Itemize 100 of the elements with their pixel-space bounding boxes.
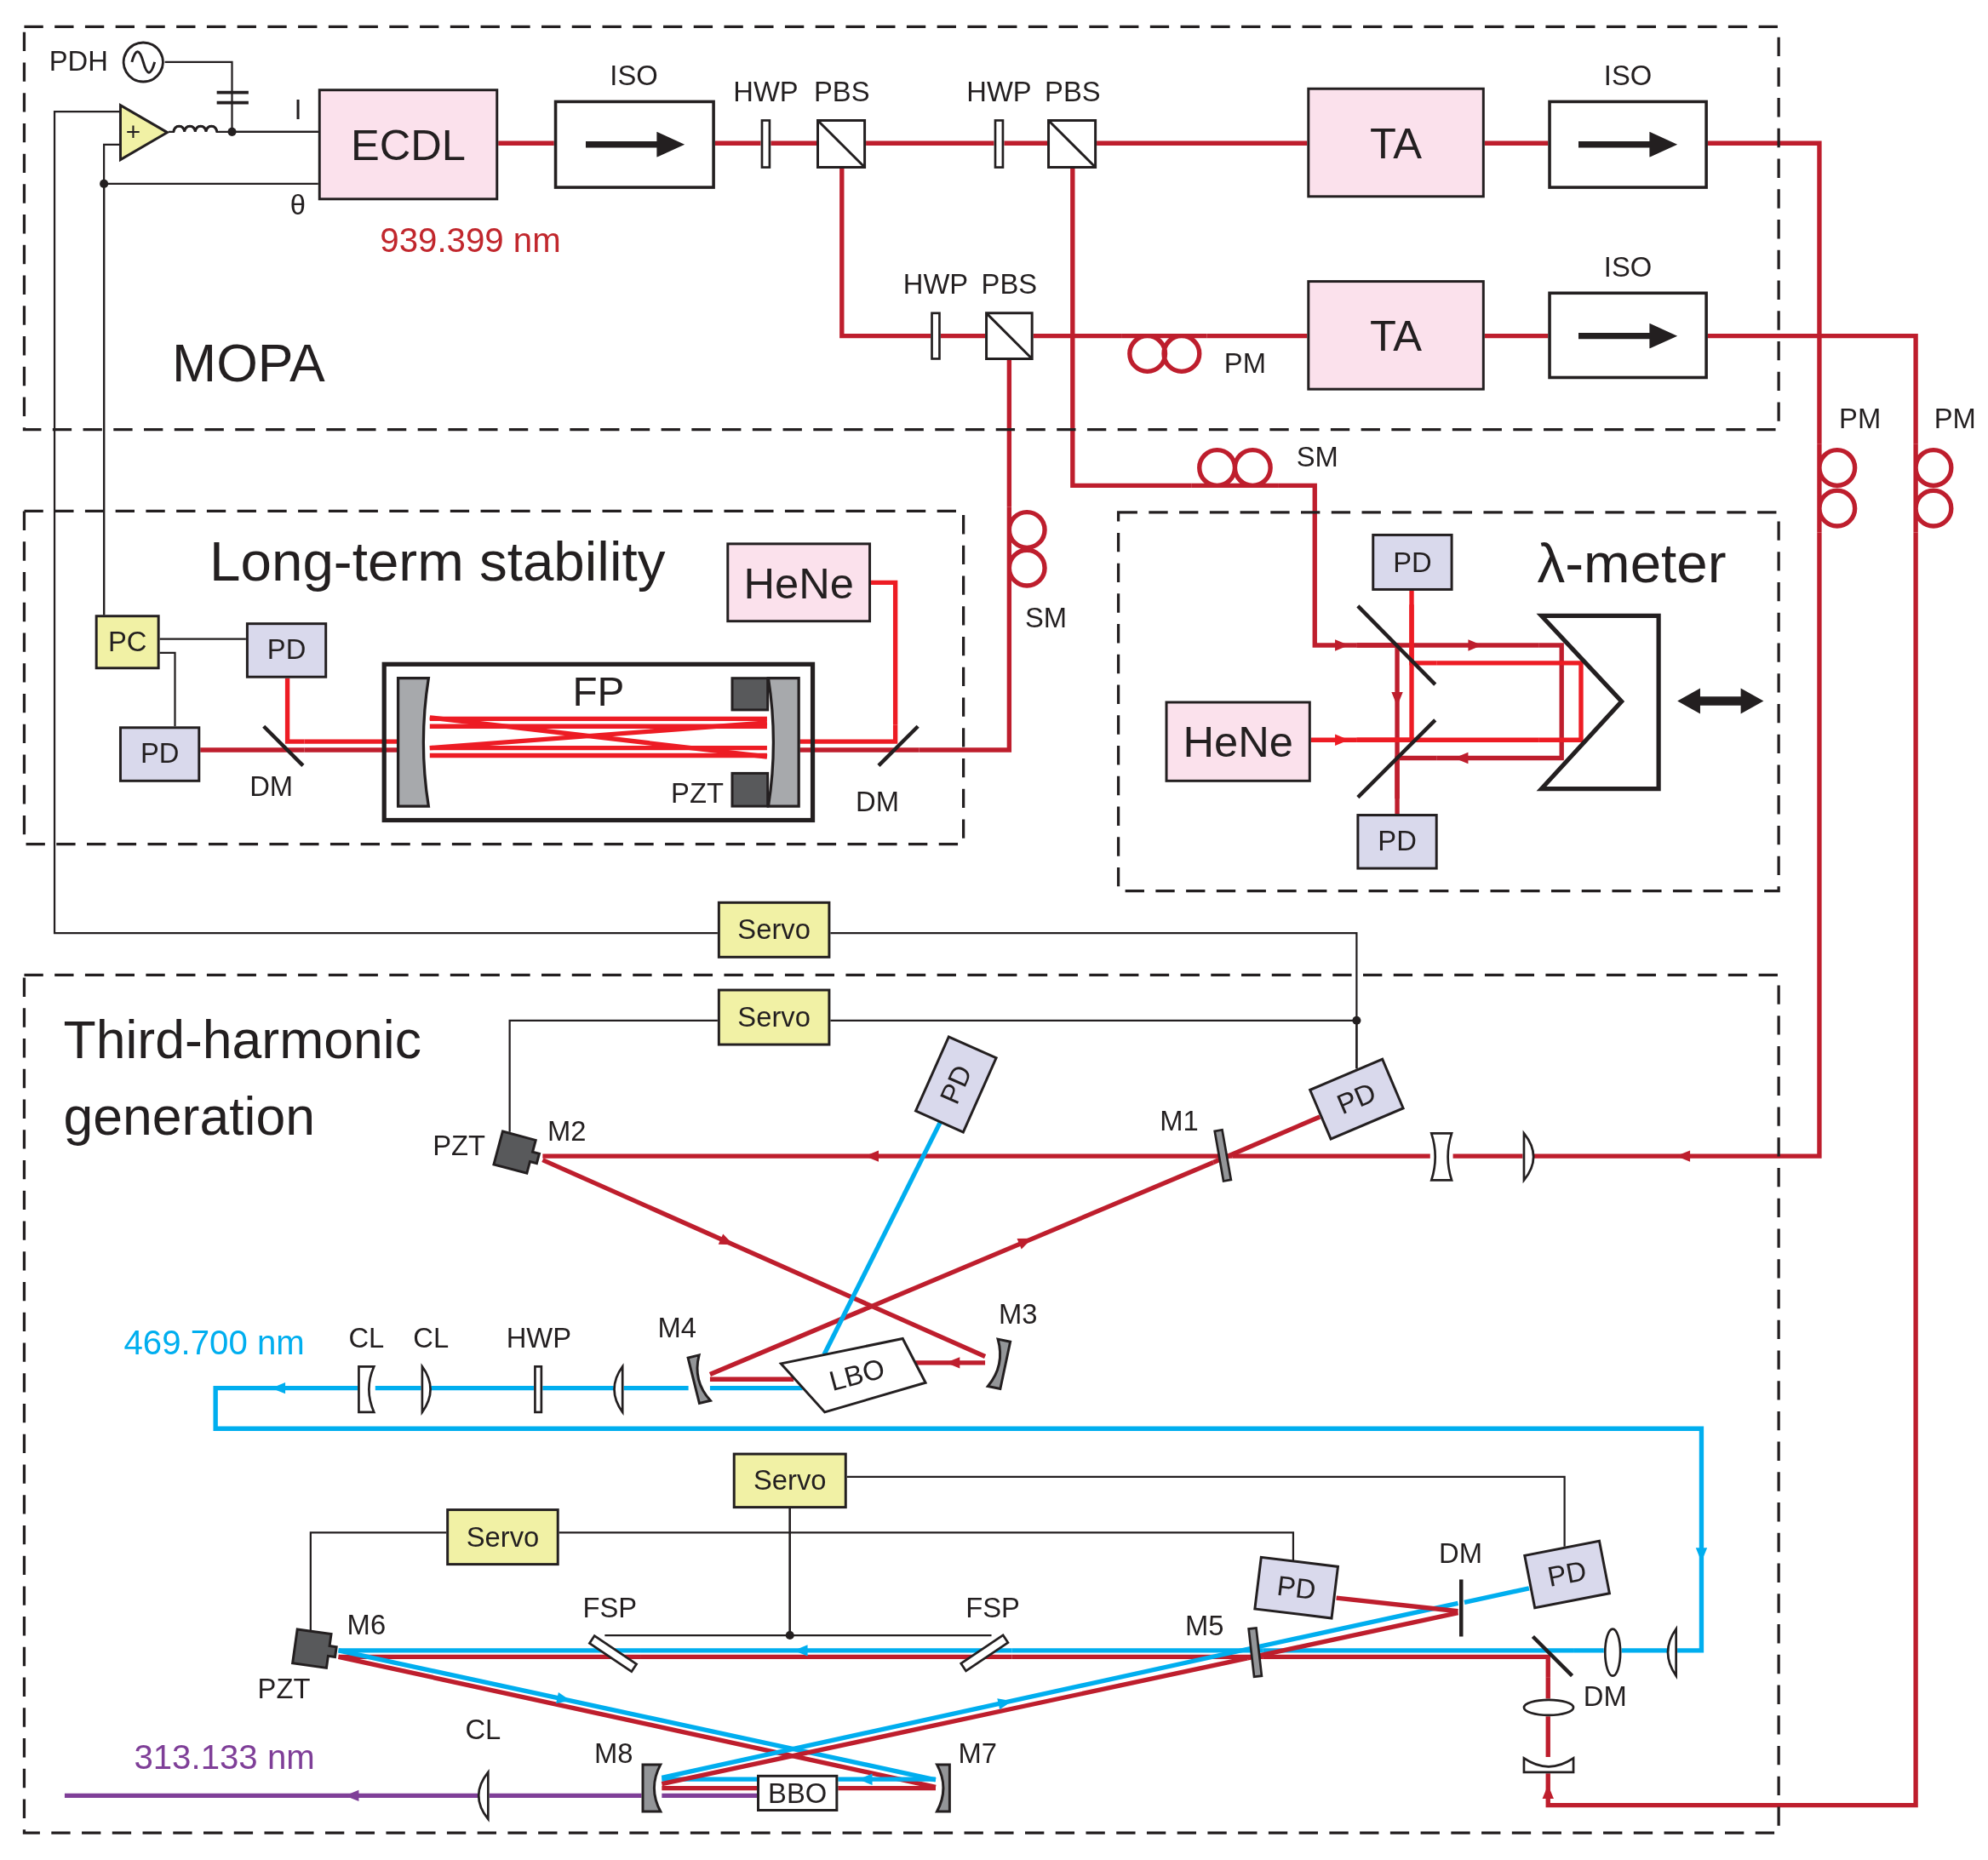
laser-beam <box>1006 359 1012 507</box>
component-label: PM <box>1223 350 1266 378</box>
signal-wire <box>53 110 718 935</box>
component-label: M1 <box>1160 1107 1199 1136</box>
signal-wire <box>846 1475 1566 1547</box>
servo-box <box>732 1452 847 1509</box>
component-label: DM <box>1583 1683 1627 1712</box>
signal-wire <box>559 1531 1295 1561</box>
laser-beam <box>1464 1586 1530 1605</box>
laser-beam <box>871 580 898 725</box>
signal-wire <box>788 1508 992 1637</box>
laser-beam <box>498 140 554 146</box>
laser-beam <box>1409 590 1437 666</box>
laser-beam <box>1395 755 1437 815</box>
section-frame <box>1429 1131 1453 1182</box>
component-label: SM <box>1296 444 1338 472</box>
component-label: PD <box>140 740 180 769</box>
laser-beam <box>1310 734 1357 746</box>
component-label: DM <box>1439 1540 1482 1569</box>
component-label: SM <box>1025 604 1068 633</box>
laser-beam <box>940 333 986 339</box>
laser-beam <box>304 739 398 744</box>
laser-beam <box>709 1376 794 1382</box>
laser-beam <box>1212 1114 1321 1165</box>
laser-beam <box>375 1385 421 1391</box>
laser-box <box>726 542 872 623</box>
component-label: M5 <box>1184 1612 1224 1640</box>
component-label: M7 <box>958 1740 997 1769</box>
laser-beam <box>541 1158 987 1359</box>
laser-beam <box>1263 1654 1550 1678</box>
laser-beam <box>284 678 305 744</box>
laser-beam <box>822 1121 942 1356</box>
component-label: FP <box>572 672 625 713</box>
component-label: PZT <box>257 1675 311 1704</box>
signal-label: I <box>294 96 302 124</box>
laser-beam <box>1484 333 1549 339</box>
section-title: Long-term stability <box>209 533 666 590</box>
laser-beam <box>1097 140 1308 146</box>
component-label: PD <box>1545 1557 1590 1593</box>
laser-beam <box>1452 1153 1523 1159</box>
laser-beam <box>429 753 767 758</box>
component-label: CL <box>348 1325 385 1353</box>
laser-beam <box>64 1789 478 1802</box>
laser-beam <box>1545 1677 1550 1699</box>
component-label: PBS <box>814 78 870 107</box>
section-frame <box>613 1365 624 1414</box>
laser-beam <box>1336 1595 1458 1614</box>
wavelength-label: 469.700 nm <box>123 1326 305 1361</box>
signal-label: θ <box>289 191 307 220</box>
laser-beam <box>1573 1648 1604 1653</box>
laser-beam <box>866 140 994 146</box>
component-label: ECDL <box>350 123 467 167</box>
laser-beam <box>1011 1648 1263 1653</box>
signal-wire <box>830 1019 1358 1069</box>
component-label: PD <box>935 1061 977 1108</box>
laser-beam <box>709 1385 803 1391</box>
section-frame <box>1522 1698 1575 1717</box>
laser-beam <box>1263 1648 1574 1653</box>
laser-beam <box>714 140 761 146</box>
laser-beam <box>662 1785 758 1791</box>
component-label: PZT <box>671 779 724 808</box>
component-label: Servo <box>737 915 811 944</box>
section-frame <box>1603 1628 1622 1678</box>
laser-beam <box>662 1793 758 1799</box>
laser-beam <box>200 747 305 753</box>
amplifier-triangle <box>119 104 169 162</box>
retroreflector <box>1538 613 1661 792</box>
component-label: PDH <box>49 48 108 77</box>
laser-beam <box>1070 169 1192 489</box>
component-label: M3 <box>999 1300 1038 1329</box>
amplifier-sign: + <box>125 119 141 145</box>
signal-wire <box>103 182 318 615</box>
signal-wire <box>309 1531 447 1631</box>
laser-beam <box>915 1357 986 1369</box>
component-label: PBS <box>981 271 1038 300</box>
wavelength-label: 939.399 nm <box>380 223 561 259</box>
component-label: HWP <box>966 78 1032 107</box>
component-label: PC <box>107 627 147 656</box>
section-title: Third-harmonic generation <box>63 1009 423 1148</box>
laser-beam <box>839 169 931 339</box>
photodiode-box <box>1356 814 1438 870</box>
photodiode-box <box>1372 533 1453 591</box>
laser-beam <box>429 720 768 751</box>
component-label: PM <box>1839 405 1882 434</box>
laser-beam <box>429 715 768 759</box>
component-label: M2 <box>547 1118 587 1147</box>
laser-beam <box>429 724 767 729</box>
laser-beam <box>431 1385 534 1391</box>
laser-beam <box>1545 1716 1550 1757</box>
laser-beam <box>623 1385 689 1391</box>
component-label: TA <box>1370 313 1423 358</box>
wavelength-label: 313.133 nm <box>134 1741 315 1776</box>
component-label: LBO <box>826 1354 888 1397</box>
beam-splitter-mirror <box>1356 604 1437 686</box>
section-frame <box>22 973 1780 1834</box>
laser-beam <box>662 1777 758 1782</box>
section-frame <box>22 509 965 846</box>
laser-beam <box>1707 140 1822 444</box>
component-label: ISO <box>610 61 658 90</box>
laser-beam <box>771 140 816 146</box>
